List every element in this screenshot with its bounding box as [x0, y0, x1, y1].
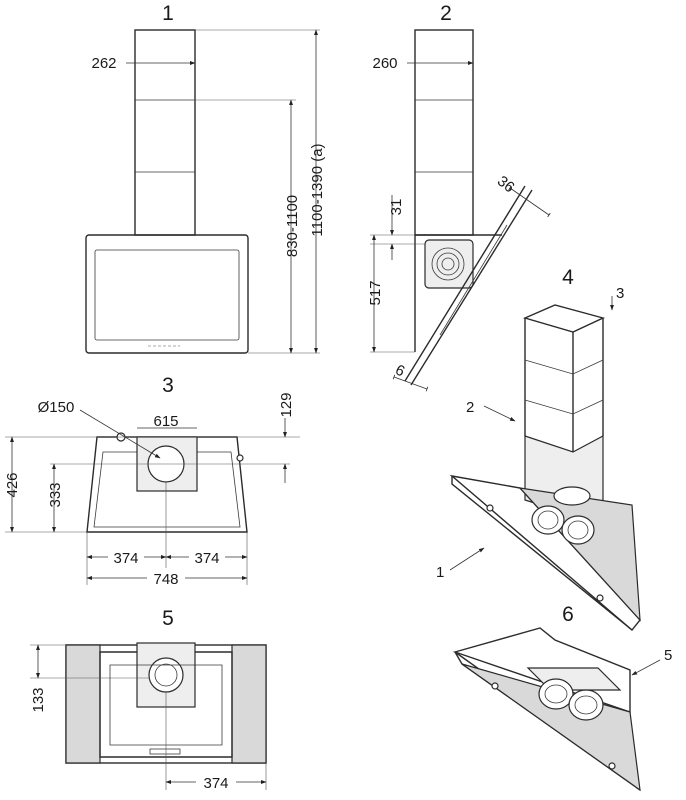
view-1-front-elevation: 1 262 830-1100 1100-1390 (a)	[83, 2, 326, 354]
v6-callout-5: 5	[664, 647, 672, 664]
view-4-isometric-assembly: 4 3 2 1	[436, 266, 641, 632]
v3-half-right-dim: 374	[194, 550, 219, 567]
hood-glass-panel	[85, 234, 249, 354]
side-chimney	[414, 29, 474, 236]
view-5-number: 5	[162, 607, 174, 630]
v4-callout-1: 1	[436, 564, 444, 581]
v4-callout-2: 2	[466, 399, 474, 416]
v2-gap-dim: 31	[388, 199, 405, 216]
v3-total-height-dim: 426	[4, 472, 21, 497]
v3-total-width-dim: 748	[153, 571, 178, 588]
view-2-number: 2	[440, 2, 452, 25]
view-5-front-bottom: 5 133 374	[30, 607, 267, 792]
v3-center-height-dim: 333	[47, 482, 64, 507]
inclined-glass	[410, 189, 533, 386]
view-6-number: 6	[562, 603, 574, 626]
view-2-side-elevation: 2 260 36 31 517 6	[364, 2, 551, 392]
view-1-number: 1	[162, 2, 174, 25]
v2-thickness-dim: 6	[393, 361, 408, 380]
view-3-number: 3	[162, 374, 174, 397]
v1-width-dim: 262	[91, 55, 116, 72]
v4-callout-3: 3	[616, 285, 624, 302]
chimney	[134, 29, 196, 236]
v2-height-dim: 517	[367, 280, 384, 305]
view-6-isometric-filter: 6 5	[452, 603, 672, 792]
v2-angle-dim: 36	[494, 173, 518, 197]
v3-diameter-dim: Ø150	[38, 399, 75, 416]
v3-half-left-dim: 374	[113, 550, 138, 567]
view-3-bracket-plan: 3 Ø150 615 129 426 333	[4, 374, 300, 588]
view-4-number: 4	[562, 266, 574, 289]
v5-half-right-dim: 374	[203, 775, 228, 792]
v2-width-dim: 260	[372, 55, 397, 72]
v3-top-offset-dim: 129	[278, 392, 295, 417]
v5-center-height-dim: 133	[30, 687, 47, 712]
v3-inner-width-dim: 615	[153, 413, 178, 430]
v1-height-dim: 830-1100	[284, 195, 301, 257]
v1-height-alt-dim: 1100-1390 (a)	[309, 143, 326, 236]
